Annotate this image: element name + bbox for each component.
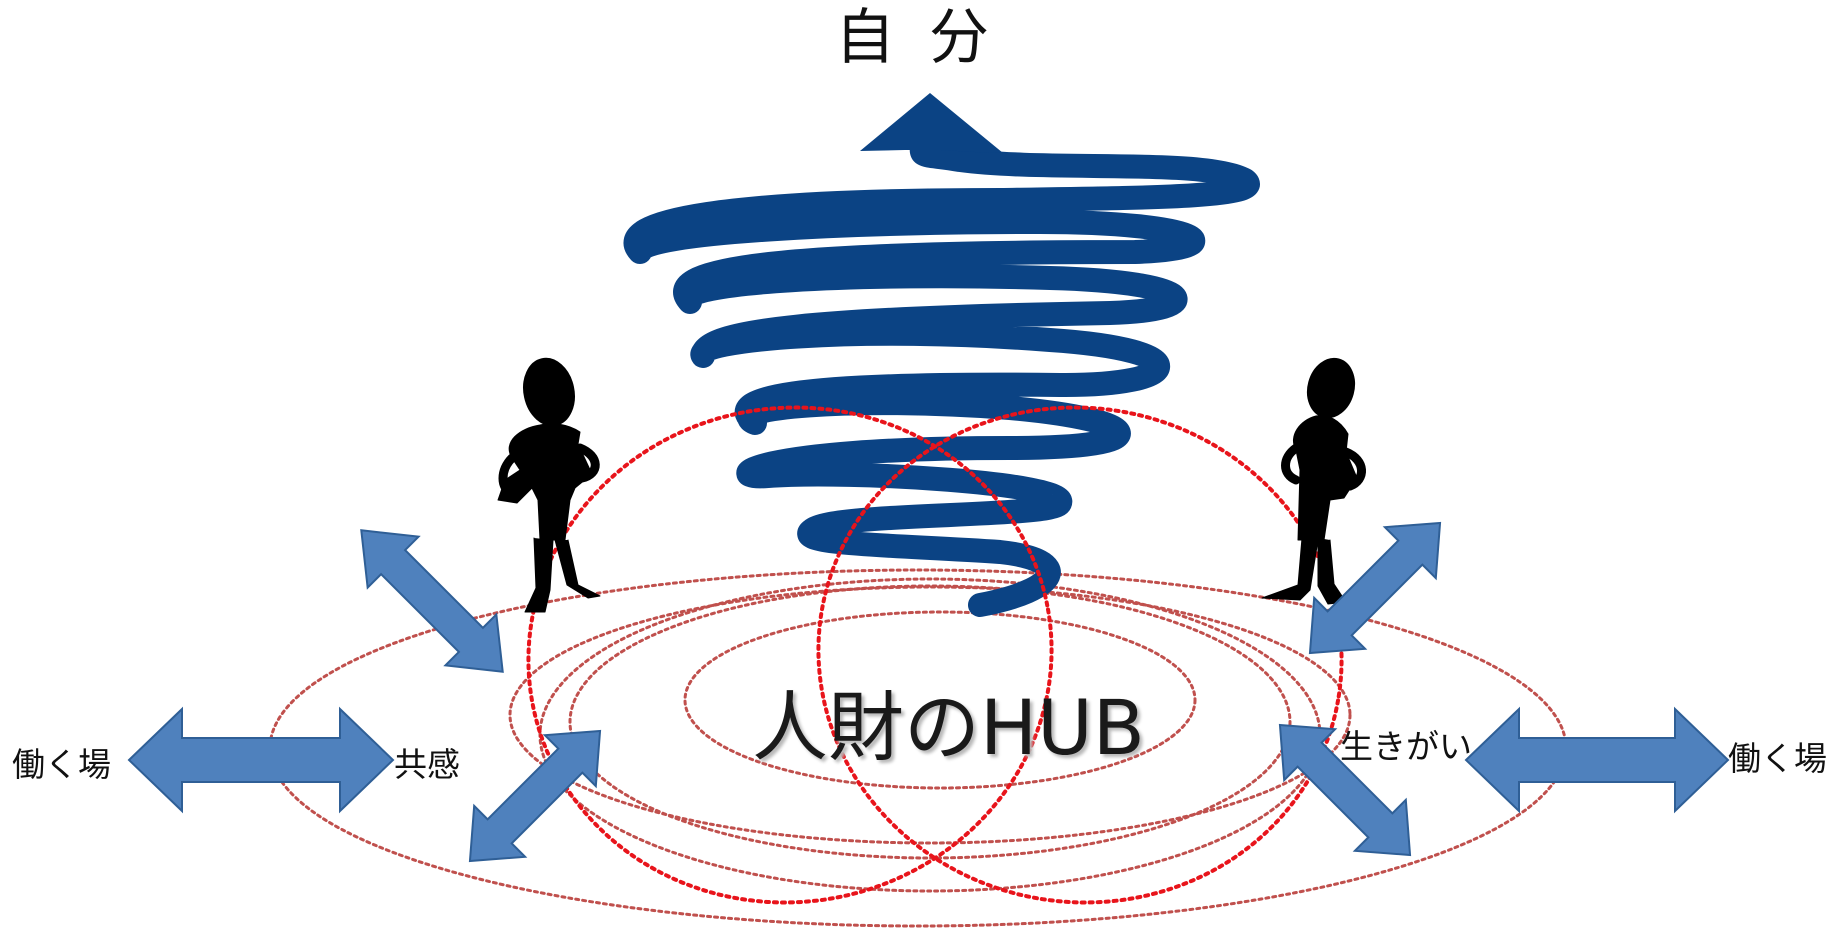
right-workplace-label: 働く場 bbox=[1728, 739, 1827, 778]
empathy-label: 共感 bbox=[394, 745, 460, 784]
left-horizontal-double-arrow bbox=[127, 706, 395, 814]
diagram-title: 自分 bbox=[835, 3, 1023, 73]
left-workplace-label: 働く場 bbox=[12, 745, 111, 784]
ikigai-label: 生きがい bbox=[1340, 727, 1472, 766]
spiral-arrow-icon bbox=[623, 93, 1260, 617]
left-dotted-circle bbox=[526, 405, 1054, 905]
right-horizontal-double-arrow bbox=[1464, 706, 1730, 814]
double-arrow-icon bbox=[127, 521, 1730, 863]
lower-right-diagonal-double-arrow bbox=[1278, 723, 1412, 857]
ellipse-ring-2 bbox=[508, 585, 1352, 845]
person-silhouette-icon bbox=[497, 357, 601, 613]
right-dotted-circle bbox=[816, 405, 1344, 905]
person-silhouette-icon bbox=[1261, 357, 1366, 605]
ellipse-ring-1 bbox=[683, 610, 1197, 790]
center-hub-label: 人財のHUB bbox=[752, 683, 1145, 772]
overlapping-circles bbox=[526, 405, 1344, 905]
lower-left-diagonal-double-arrow bbox=[468, 729, 602, 863]
upper-left-diagonal-double-arrow bbox=[360, 529, 504, 673]
ellipse-ring-3 bbox=[568, 584, 1292, 860]
upper-right-diagonal-double-arrow bbox=[1308, 521, 1442, 655]
